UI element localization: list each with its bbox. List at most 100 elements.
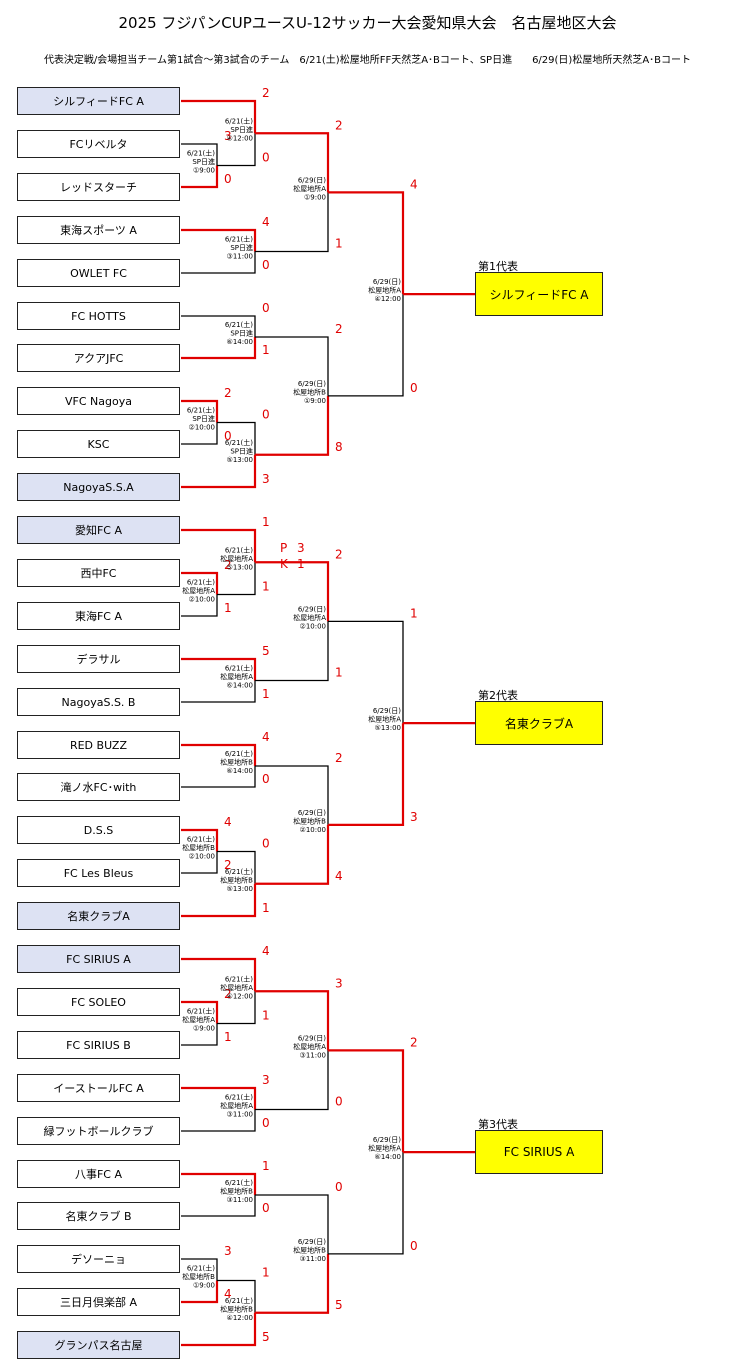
team-box: 西中FC: [17, 559, 180, 587]
match-info: ④12:00: [227, 992, 253, 1000]
score-label: 0: [335, 1095, 343, 1109]
score-label: 3: [224, 129, 232, 143]
bracket-line: [181, 680, 256, 703]
bracket-line: [181, 399, 219, 423]
match-info: SP日進: [192, 414, 215, 423]
match-info: 松屋地所A: [182, 1015, 215, 1024]
match-info: SP日進: [230, 125, 253, 134]
team-box: FC Les Bleus: [17, 859, 180, 887]
bracket-line: [255, 1050, 329, 1111]
score-label: 1: [262, 1266, 270, 1280]
bracket-line: [255, 336, 329, 396]
team-box: レッドスターチ: [17, 173, 180, 201]
match-info: 松屋地所B: [182, 843, 215, 852]
score-label: 4: [262, 730, 270, 744]
team-box: 名東クラブA: [17, 902, 180, 930]
match-info: ⑤13:00: [227, 456, 253, 464]
bracket-line: [255, 192, 329, 253]
team-box: NagoyaS.S. B: [17, 688, 180, 716]
bracket-line: [181, 1023, 218, 1046]
score-label: 4: [335, 869, 343, 883]
match-info: ④12:00: [227, 134, 253, 142]
page-subtitle: 代表決定戦/会場担当チーム第1試合～第3試合のチーム 6/21(土)松屋地所FF…: [43, 55, 692, 66]
score-label: 0: [262, 837, 270, 851]
match-info: 6/29(日): [298, 380, 326, 388]
team-box: 名東クラブ B: [17, 1202, 180, 1230]
team-box: 東海スポーツ A: [17, 216, 180, 244]
score-label: 4: [262, 944, 270, 958]
score-label: 0: [262, 301, 270, 315]
score-label: 2: [410, 1035, 418, 1049]
bracket-line: [181, 1172, 257, 1195]
team-box: デソーニョ: [17, 1245, 180, 1273]
bracket-line: [181, 454, 257, 489]
match-info: ⑥14:00: [375, 1153, 401, 1161]
match-info: ③11:00: [227, 253, 253, 261]
match-info: 6/21(土): [225, 1296, 253, 1305]
match-info: 6/29(日): [373, 707, 401, 715]
score-label: 2: [224, 386, 232, 400]
representative-label: 第1代表: [478, 260, 518, 274]
bracket-line: [181, 851, 218, 874]
bracket-line: [255, 561, 330, 622]
bracket-line: [255, 990, 330, 1051]
score-label: 2: [335, 751, 343, 765]
bracket-line: [255, 765, 329, 825]
match-info: 6/29(日): [298, 1238, 326, 1246]
bracket-line: [181, 422, 218, 445]
match-info: 松屋地所A: [368, 286, 401, 295]
bracket-line: [217, 133, 256, 167]
score-label: 2: [335, 118, 343, 132]
match-info: 6/29(日): [373, 278, 401, 286]
bracket-line: [181, 571, 219, 595]
score-label: 2: [335, 322, 343, 336]
score-label: 0: [224, 172, 232, 186]
bracket-line: [181, 337, 257, 360]
match-info: ④12:00: [375, 295, 401, 303]
match-info: 松屋地所A: [368, 1144, 401, 1153]
match-info: 松屋地所B: [220, 758, 253, 767]
score-label: 1: [262, 580, 270, 594]
match-info: 6/21(土): [225, 867, 253, 876]
score-label: 2: [262, 86, 270, 100]
match-info: 6/21(土): [225, 749, 253, 758]
match-info: 6/21(土): [187, 149, 215, 158]
match-info: 6/21(土): [225, 116, 253, 125]
score-label: 5: [262, 644, 270, 658]
bracket-line: [181, 1086, 257, 1110]
score-label: 1: [262, 343, 270, 357]
bracket-line: [328, 1152, 404, 1255]
score-label: 1: [224, 1030, 232, 1044]
score-label: 4: [410, 177, 418, 191]
page-title: 2025 フジパンCUPユースU-12サッカー大会愛知県大会 名古屋地区大会: [118, 14, 617, 32]
match-info: ③11:00: [300, 1051, 326, 1059]
representative-box: FC SIRIUS A: [475, 1130, 603, 1175]
match-info: 松屋地所B: [293, 816, 326, 825]
match-info: 6/21(土): [187, 1007, 215, 1016]
team-box: デラサル: [17, 645, 180, 673]
bracket-line: [181, 1312, 257, 1347]
match-info: 6/21(土): [187, 406, 215, 415]
match-info: ⑤13:00: [227, 563, 253, 571]
match-info: ①9:00: [193, 1282, 215, 1290]
score-label: 1: [335, 666, 343, 680]
bracket-line: [181, 828, 219, 852]
team-box: FCリベルタ: [17, 130, 180, 158]
match-info: ⑤13:00: [375, 724, 401, 732]
match-info: ①9:00: [193, 167, 215, 175]
team-box: 八事FC A: [17, 1160, 180, 1188]
bracket-line: [255, 621, 329, 682]
score-label: 4: [224, 1287, 232, 1301]
bracket-line: [181, 766, 256, 788]
bracket-line: [217, 421, 256, 455]
match-info: 6/29(日): [298, 1034, 326, 1042]
score-label: 5: [335, 1298, 343, 1312]
team-box: RED BUZZ: [17, 731, 180, 759]
bracket-line: [181, 251, 256, 274]
pk-score: 1: [297, 557, 305, 571]
bracket-line: [328, 1049, 405, 1153]
match-info: ①9:00: [193, 1025, 215, 1033]
match-info: 松屋地所B: [220, 875, 253, 884]
bracket-line: [217, 1279, 256, 1313]
team-box: OWLET FC: [17, 259, 180, 287]
